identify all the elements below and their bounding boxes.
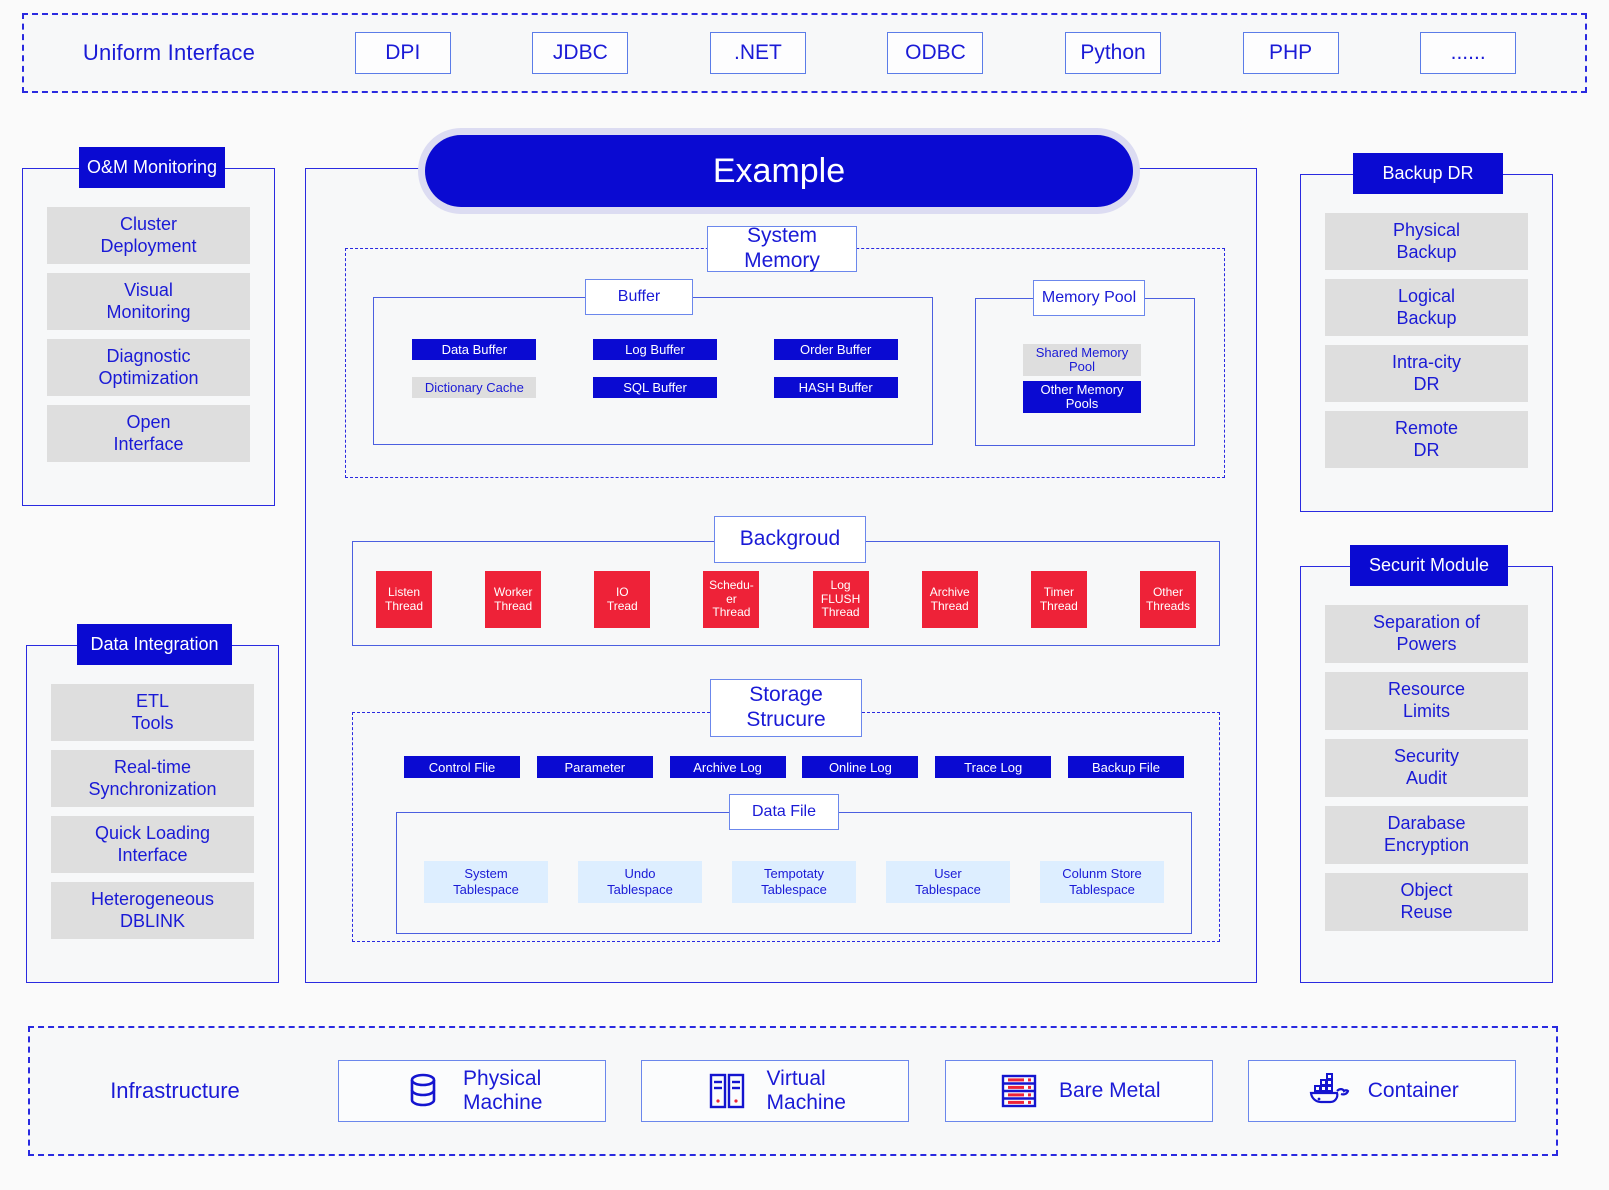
tablespace-undo[interactable]: Undo Tablespace [578,861,702,903]
section-memory-pool: Memory Pool Shared Memory Pool Other Mem… [975,280,1195,446]
uniform-interface-items: DPI JDBC .NET ODBC Python PHP ...... [314,32,1585,74]
api-box-odbc[interactable]: ODBC [887,32,984,74]
api-box-more[interactable]: ...... [1420,32,1517,74]
chip-log-buffer[interactable]: Log Buffer [592,339,717,360]
section-background-title: Backgroud [714,516,866,563]
chip-hash-buffer[interactable]: HASH Buffer [773,377,898,398]
panel-security-module: Securit Module Separation of Powers Reso… [1300,545,1553,983]
file-online-log[interactable]: Online Log [802,756,919,778]
example-banner: Example [425,135,1133,207]
section-data-file-title: Data File [729,794,839,830]
api-box-python[interactable]: Python [1065,32,1162,74]
panel-item-diagnostic-optimization[interactable]: Diagnostic Optimization [47,339,250,396]
panel-security-module-body: Separation of Powers Resource Limits Sec… [1301,567,1552,947]
panel-backup-dr: Backup DR Physical Backup Logical Backup… [1300,153,1553,512]
api-box-php[interactable]: PHP [1242,32,1339,74]
panel-item-logical-backup[interactable]: Logical Backup [1325,279,1528,336]
file-backup-file[interactable]: Backup File [1067,756,1184,778]
infra-box-bare-metal[interactable]: Bare Metal [944,1060,1213,1122]
section-storage-structure: Storage Strucure Control Flie Parameter … [352,679,1220,942]
api-box-dotnet[interactable]: .NET [709,32,806,74]
section-system-memory-title: System Memory [707,224,857,272]
chip-dictionary-cache[interactable]: Dictionary Cache [412,377,537,398]
file-parameter[interactable]: Parameter [536,756,653,778]
file-control-file[interactable]: Control Flie [404,756,520,778]
file-trace-log[interactable]: Trace Log [935,756,1052,778]
section-memory-pool-title: Memory Pool [1033,280,1145,316]
thread-archive[interactable]: Archive Thread [921,571,978,628]
thread-listen[interactable]: Listen Thread [376,571,432,628]
infra-label-container: Container [1367,1079,1459,1103]
panel-item-database-encryption[interactable]: Darabase Encryption [1325,806,1528,864]
uniform-interface-bar: Uniform Interface DPI JDBC .NET ODBC Pyt… [22,13,1587,93]
infra-label-physical-machine: Physical Machine [463,1067,543,1114]
section-data-file: Data File System Tablespace Undo Tablesp… [396,794,1192,934]
section-storage-structure-title: Storage Strucure [710,679,862,737]
thread-scheduler[interactable]: Schedu- er Thread [703,571,760,628]
panel-om-monitoring-title: O&M Monitoring [79,147,225,188]
server-rack-icon [997,1069,1041,1113]
thread-io[interactable]: IO Tread [594,571,651,628]
panel-item-physical-backup[interactable]: Physical Backup [1325,213,1528,270]
infra-box-container[interactable]: Container [1248,1060,1517,1122]
panel-backup-dr-body: Physical Backup Logical Backup Intra-cit… [1301,175,1552,484]
panel-security-module-title: Securit Module [1350,545,1508,586]
chip-sql-buffer[interactable]: SQL Buffer [592,377,717,398]
chip-other-memory-pools[interactable]: Other Memory Pools [1023,381,1141,413]
panel-item-security-audit[interactable]: Security Audit [1325,739,1528,797]
thread-worker[interactable]: Worker Thread [485,571,542,628]
infra-label-bare-metal: Bare Metal [1058,1079,1161,1103]
panel-item-remote-dr[interactable]: Remote DR [1325,411,1528,468]
tablespace-system[interactable]: System Tablespace [424,861,548,903]
tablespace-column-store[interactable]: Colunm Store Tablespace [1040,861,1164,903]
chip-shared-memory-pool[interactable]: Shared Memory Pool [1023,344,1141,376]
chip-order-buffer[interactable]: Order Buffer [773,339,898,360]
chip-data-buffer[interactable]: Data Buffer [412,339,537,360]
thread-log-flush[interactable]: Log FLUSH Thread [812,571,869,628]
panel-om-monitoring-body: Cluster Deployment Visual Monitoring Dia… [23,169,274,478]
tablespace-temporary[interactable]: Tempotaty Tablespace [732,861,856,903]
section-buffer-title: Buffer [585,279,693,315]
section-buffer: Buffer Data Buffer Log Buffer Order Buff… [373,279,933,445]
section-background: Backgroud Listen Thread Worker Thread IO… [352,516,1220,646]
panel-item-intra-city-dr[interactable]: Intra-city DR [1325,345,1528,402]
infra-box-virtual-machine[interactable]: Virtual Machine [641,1060,910,1122]
section-system-memory: System Memory [345,224,1225,478]
panel-item-quick-loading-interface[interactable]: Quick Loading Interface [51,816,254,873]
memory-pool-chip-list: Shared Memory Pool Other Memory Pools [1023,344,1141,413]
api-box-dpi[interactable]: DPI [354,32,451,74]
infrastructure-bar: Infrastructure Physical Machine [28,1026,1558,1156]
panel-item-etl-tools[interactable]: ETL Tools [51,684,254,741]
infra-box-physical-machine[interactable]: Physical Machine [337,1060,606,1122]
infra-label-virtual-machine: Virtual Machine [766,1067,846,1114]
panel-data-integration: Data Integration ETL Tools Real-time Syn… [26,624,279,983]
background-thread-row: Listen Thread Worker Thread IO Tread Sch… [376,571,1196,628]
file-archive-log[interactable]: Archive Log [669,756,786,778]
panel-item-separation-of-powers[interactable]: Separation of Powers [1325,605,1528,663]
panel-data-integration-title: Data Integration [77,624,232,665]
uniform-interface-label: Uniform Interface [82,40,256,65]
panel-item-object-reuse[interactable]: Object Reuse [1325,873,1528,931]
panel-data-integration-body: ETL Tools Real-time Synchronization Quic… [27,646,278,955]
tablespace-user[interactable]: User Tablespace [886,861,1010,903]
docker-whale-icon [1306,1069,1350,1113]
tablespace-row: System Tablespace Undo Tablespace Tempot… [424,861,1164,903]
panel-item-cluster-deployment[interactable]: Cluster Deployment [47,207,250,264]
panel-om-monitoring: O&M Monitoring Cluster Deployment Visual… [22,147,275,506]
server-cabinet-icon [705,1069,749,1113]
buffer-chip-grid: Data Buffer Log Buffer Order Buffer Dict… [395,339,915,398]
infrastructure-label: Infrastructure [110,1078,240,1103]
infrastructure-items: Physical Machine Virtual Machine [320,1060,1556,1122]
panel-backup-dr-title: Backup DR [1353,153,1503,194]
panel-item-realtime-sync[interactable]: Real-time Synchronization [51,750,254,807]
panel-item-visual-monitoring[interactable]: Visual Monitoring [47,273,250,330]
panel-item-open-interface[interactable]: Open Interface [47,405,250,462]
thread-other[interactable]: Other Threads [1139,571,1196,628]
thread-timer[interactable]: Timer Thread [1030,571,1087,628]
panel-item-heterogeneous-dblink[interactable]: Heterogeneous DBLINK [51,882,254,939]
panel-item-resource-limits[interactable]: Resource Limits [1325,672,1528,730]
api-box-jdbc[interactable]: JDBC [532,32,629,74]
storage-file-row: Control Flie Parameter Archive Log Onlin… [404,756,1184,778]
database-cylinder-icon [401,1069,445,1113]
